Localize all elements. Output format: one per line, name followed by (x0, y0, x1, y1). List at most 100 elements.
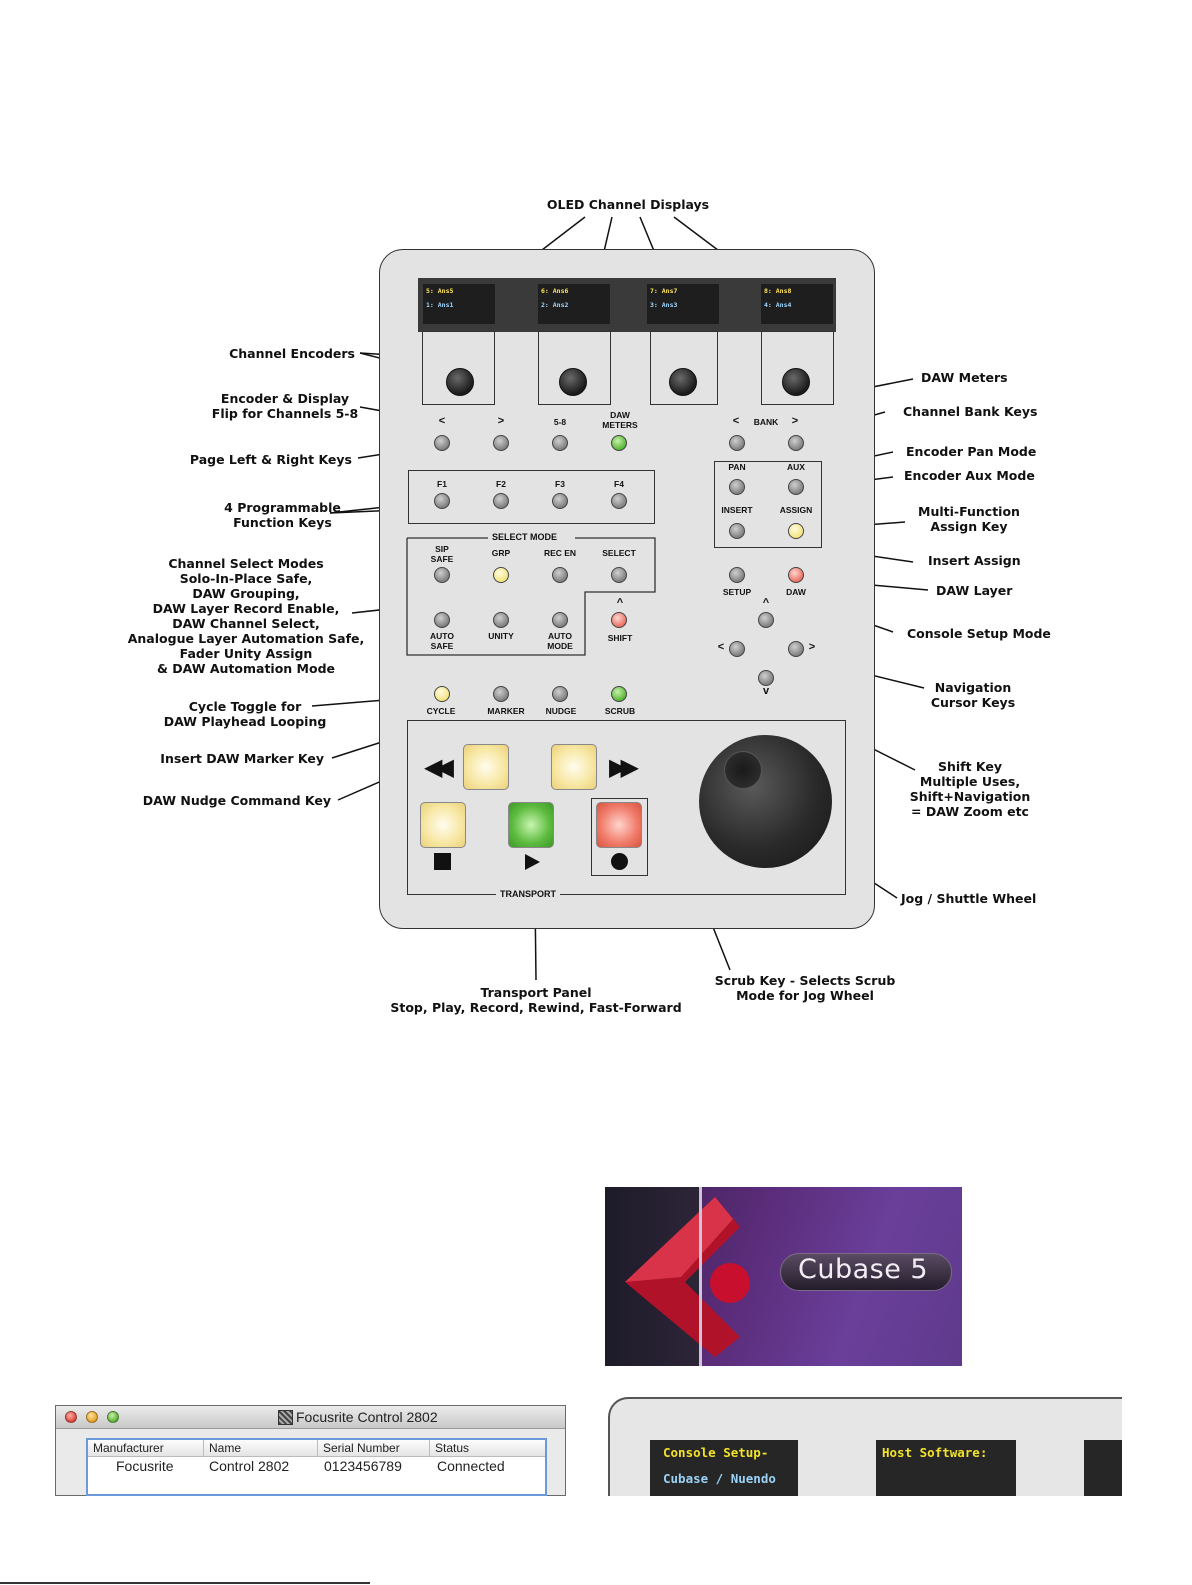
marker-label: MARKER (487, 706, 525, 716)
cubase-name-pill (780, 1253, 952, 1291)
channel-encoder-1[interactable] (446, 368, 474, 396)
bank-keys-desc: Channel Bank Keys (903, 404, 1038, 419)
jog-shuttle-wheel[interactable] (699, 735, 832, 868)
auto-safe-button[interactable] (434, 612, 450, 628)
insert-button[interactable] (729, 523, 745, 539)
col-serial[interactable]: Serial Number (318, 1440, 430, 1457)
bank-right-button[interactable] (788, 435, 804, 451)
channel-encoder-3[interactable] (669, 368, 697, 396)
flip-label-2: Flip for Channels 5-8 (211, 406, 359, 421)
minimize-icon[interactable] (86, 1411, 98, 1423)
console-setup-line1: Console Setup- (663, 1445, 769, 1460)
marker-desc: Insert DAW Marker Key (160, 751, 324, 766)
daw-layer-button[interactable] (788, 567, 804, 583)
f3-button[interactable] (552, 493, 568, 509)
grp-button[interactable] (493, 567, 509, 583)
encoder-box-1 (422, 331, 495, 405)
cubase-divider-line (699, 1187, 702, 1366)
bank-label: BANK (753, 417, 779, 427)
marker-button[interactable] (493, 686, 509, 702)
transport-desc-1: Transport Panel (480, 985, 592, 1000)
nudge-button[interactable] (552, 686, 568, 702)
cycle-button[interactable] (434, 686, 450, 702)
col-status[interactable]: Status (430, 1440, 545, 1457)
pan-button[interactable] (729, 479, 745, 495)
grp-label: GRP (491, 548, 511, 558)
rewind-button[interactable] (463, 744, 509, 790)
nudge-label: NUDGE (545, 706, 577, 716)
assign-button[interactable] (788, 523, 804, 539)
f4-button[interactable] (611, 493, 627, 509)
nav-down-label: v (762, 685, 770, 697)
aux-mode-desc: Encoder Aux Mode (904, 468, 1035, 483)
page-bottom-rule (0, 1582, 370, 1584)
window-titlebar: Focusrite Control 2802 (56, 1406, 565, 1429)
close-icon[interactable] (65, 1411, 77, 1423)
encoder-box-3 (650, 331, 718, 405)
nav-up-button[interactable] (758, 612, 774, 628)
cell-serial: 0123456789 (324, 1458, 402, 1474)
assign-desc-2: Assign Key (930, 519, 1008, 534)
nav-left-label: < (717, 641, 725, 653)
play-button[interactable] (508, 802, 554, 848)
nav-left-button[interactable] (729, 641, 745, 657)
prog-keys-label-2: Function Keys (233, 515, 332, 530)
f2-button[interactable] (493, 493, 509, 509)
daw-meters-button[interactable] (611, 435, 627, 451)
zoom-icon[interactable] (107, 1411, 119, 1423)
console-setup-line2: Cubase / Nuendo (663, 1471, 776, 1486)
record-box (591, 798, 648, 876)
page-left-button[interactable] (434, 435, 450, 451)
nav-desc-2: Cursor Keys (930, 695, 1016, 710)
transport-desc-2: Stop, Play, Record, Rewind, Fast-Forward (390, 1000, 682, 1015)
nudge-desc: DAW Nudge Command Key (142, 793, 331, 808)
encoder-mode-box (714, 461, 822, 548)
fast-forward-button[interactable] (551, 744, 597, 790)
lcd-panel-1 (650, 1440, 798, 1496)
rec-en-button[interactable] (552, 567, 568, 583)
shift-button[interactable] (611, 612, 627, 628)
cubase-logo-icon (625, 1197, 750, 1357)
bank-left-button[interactable] (729, 435, 745, 451)
col-manufacturer[interactable]: Manufacturer (88, 1440, 204, 1457)
cell-manufacturer: Focusrite (116, 1458, 174, 1474)
flip-button[interactable] (552, 435, 568, 451)
page-left-label: < (438, 415, 446, 427)
record-button[interactable] (596, 802, 642, 848)
unity-button[interactable] (493, 612, 509, 628)
lcd-panel-2 (876, 1440, 1016, 1496)
nav-right-button[interactable] (788, 641, 804, 657)
rewind-icon: ◀◀ (424, 753, 454, 781)
setup-button[interactable] (729, 567, 745, 583)
flip-label: 5-8 (553, 417, 567, 427)
shift-desc: Shift Key Multiple Uses, Shift+Navigatio… (909, 759, 1031, 819)
host-software-label: Host Software: (882, 1445, 988, 1460)
console-setup-desc: Console Setup Mode (907, 626, 1051, 641)
select-button[interactable] (611, 567, 627, 583)
channel-encoder-2[interactable] (559, 368, 587, 396)
pan-label: PAN (728, 462, 746, 472)
stop-button[interactable] (420, 802, 466, 848)
cycle-label: CYCLE (426, 706, 456, 716)
aux-button[interactable] (788, 479, 804, 495)
oled-displays-label: OLED Channel Displays (546, 197, 710, 212)
scrub-button[interactable] (611, 686, 627, 702)
page-right-button[interactable] (493, 435, 509, 451)
auto-mode-button[interactable] (552, 612, 568, 628)
sip-safe-button[interactable] (434, 567, 450, 583)
jog-desc: Jog / Shuttle Wheel (901, 891, 1037, 906)
f1-label: F1 (437, 479, 447, 489)
col-name[interactable]: Name (204, 1440, 318, 1457)
f4-label: F4 (614, 479, 624, 489)
table-row[interactable]: Focusrite Control 2802 0123456789 Connec… (88, 1458, 545, 1480)
f1-button[interactable] (434, 493, 450, 509)
channel-encoder-4[interactable] (782, 368, 810, 396)
nav-down-button[interactable] (758, 670, 774, 686)
bank-right-label: > (791, 415, 799, 427)
